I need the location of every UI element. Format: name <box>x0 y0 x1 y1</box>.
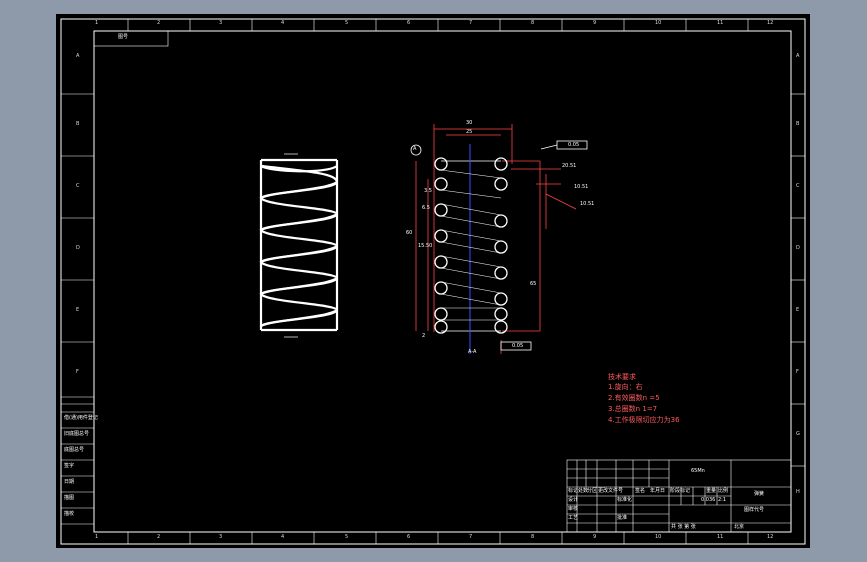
dimension-h2: 15.50 <box>418 243 433 249</box>
column-label: 3 <box>219 20 223 26</box>
label-zone: 分区 <box>587 488 598 494</box>
tech-requirements-title: 技术要求 <box>608 373 636 381</box>
column-label: 1 <box>95 20 99 26</box>
label-approve: 批准 <box>617 515 628 521</box>
column-label: 1 <box>95 534 99 540</box>
column-label: 10 <box>655 534 662 540</box>
tolerance-top: 0.05 <box>568 142 580 148</box>
column-label: 12 <box>767 534 774 540</box>
row-label: C <box>76 183 80 189</box>
row-label: A <box>76 53 80 59</box>
tech-requirement-item: 3.总圈数n 1=7 <box>608 405 658 413</box>
label-review: 审核 <box>568 506 579 512</box>
row-label: D <box>76 245 80 251</box>
label-date: 年月日 <box>650 488 666 494</box>
tech-requirement-item: 4.工作极限切应力为36 <box>608 416 680 424</box>
dimension-d3: 10.51 <box>580 201 595 207</box>
column-label: 6 <box>407 534 411 540</box>
spring-3d-view <box>259 158 339 332</box>
drawing-canvas <box>60 18 806 545</box>
spring-section-view <box>410 124 588 354</box>
column-label: 9 <box>593 20 597 26</box>
row-label: C <box>796 183 800 189</box>
row-label: D <box>796 245 800 251</box>
column-label: 7 <box>469 20 473 26</box>
row-label: H <box>796 489 800 495</box>
dimension-d2: 10.51 <box>574 184 589 190</box>
row-label: A <box>796 53 800 59</box>
angle-label: 2 <box>422 333 426 339</box>
column-label: 2 <box>157 20 161 26</box>
side-label: 签字 <box>64 463 75 469</box>
dimension-d1: 20.51 <box>562 163 577 169</box>
row-label: E <box>796 307 800 313</box>
label-sign: 签名 <box>635 488 646 494</box>
column-label: 10 <box>655 20 662 26</box>
drawing-sheet: 1 2 3 4 5 6 7 8 9 10 11 12 1 2 3 4 5 6 7… <box>56 14 810 548</box>
column-label: 12 <box>767 20 774 26</box>
dimension-inner-width: 25 <box>466 129 473 135</box>
side-label: 描图 <box>64 495 75 501</box>
label-mark: 标记 <box>568 488 579 494</box>
datum-label: A <box>413 146 417 152</box>
dimension-h1: 60 <box>406 230 413 236</box>
part-name: 弹簧 <box>754 491 765 497</box>
tech-requirement-item: 1.旋向：右 <box>608 383 643 391</box>
label-design: 设计 <box>568 497 579 503</box>
row-label: F <box>796 369 799 375</box>
column-label: 11 <box>717 534 724 540</box>
row-label: B <box>76 121 80 127</box>
side-label: 描校 <box>64 511 75 517</box>
label-scale: 比例 <box>718 488 729 494</box>
side-label: 旧底图总号 <box>64 431 90 437</box>
column-label: 4 <box>281 534 285 540</box>
column-label: 3 <box>219 534 223 540</box>
sheet-count: 共 张 第 张 <box>671 524 696 530</box>
tolerance-bottom: 0.05 <box>512 343 524 349</box>
label-stage: 阶段标记 <box>670 488 691 494</box>
label-change-doc: 更改文件号 <box>598 488 624 494</box>
column-label: 4 <box>281 20 285 26</box>
label-weight: 重量 <box>706 488 717 494</box>
row-label: G <box>796 431 800 437</box>
column-label: 2 <box>157 534 161 540</box>
side-label: 借(通)用件登记 <box>64 415 98 421</box>
tech-requirement-item: 2.有效圈数n =5 <box>608 394 660 402</box>
column-label: 11 <box>717 20 724 26</box>
column-label: 6 <box>407 20 411 26</box>
column-label: 8 <box>531 20 535 26</box>
dimension-wire: 3.5 <box>424 188 432 194</box>
dimension-pitch: 6.5 <box>422 205 430 211</box>
row-label: F <box>76 369 79 375</box>
corner-label: 图号 <box>118 34 129 40</box>
column-label: 5 <box>345 20 349 26</box>
row-label: B <box>796 121 800 127</box>
column-label: 8 <box>531 534 535 540</box>
label-count: 处数 <box>578 488 589 494</box>
column-label: 7 <box>469 534 473 540</box>
scale-value: 2:1 <box>718 497 727 503</box>
material-label: 65Mn <box>691 468 705 474</box>
center-label: A-A <box>468 349 477 355</box>
drawing-number: 图样代号 <box>744 507 765 513</box>
company-name: 北京 <box>734 524 745 530</box>
side-label: 日期 <box>64 479 75 485</box>
side-label: 底图总号 <box>64 447 85 453</box>
label-process: 工艺 <box>568 515 579 521</box>
weight-value: 0.036 <box>701 497 716 503</box>
label-standardize: 标准化 <box>617 497 633 503</box>
dimension-outer-width: 30 <box>466 120 473 126</box>
column-label: 9 <box>593 534 597 540</box>
row-label: E <box>76 307 80 313</box>
dimension-h3: 65 <box>530 281 537 287</box>
column-label: 5 <box>345 534 349 540</box>
